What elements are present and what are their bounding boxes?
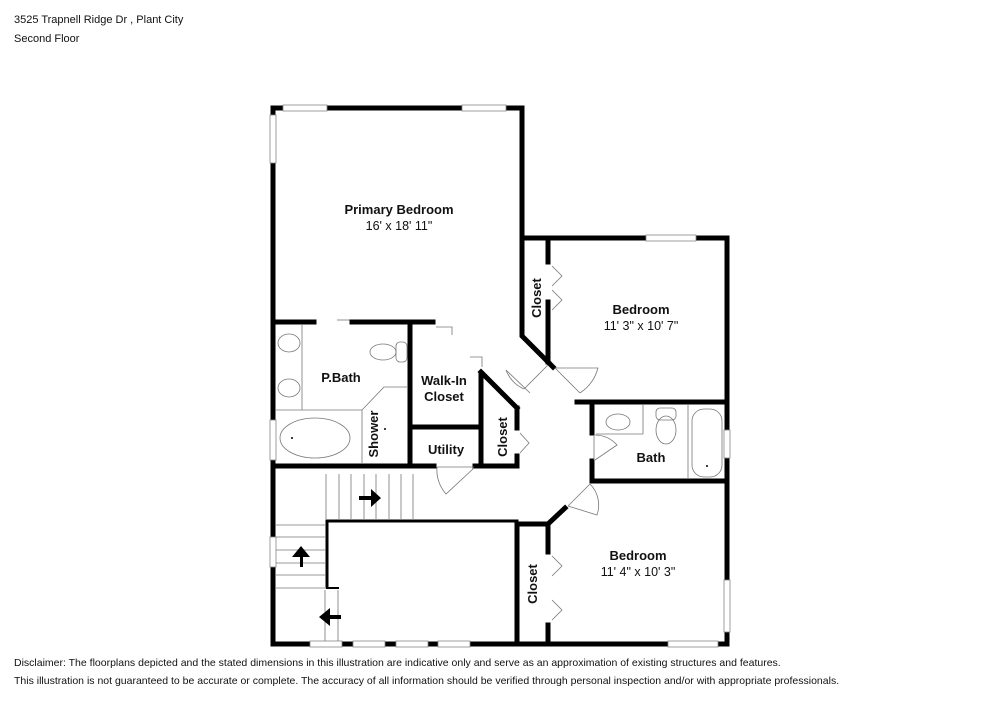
doors xyxy=(436,265,618,621)
room-dims-bedroom-1: 11' 3" x 10' 7" xyxy=(604,319,679,333)
room-dims-bedroom-2: 11' 4" x 10' 3" xyxy=(601,565,676,579)
disclaimer-line-1: Disclaimer: The floorplans depicted and … xyxy=(14,657,781,669)
room-name-closet-1: Closet xyxy=(529,277,544,317)
room-name-bath: Bath xyxy=(637,450,666,465)
disclaimer-line-2: This illustration is not guaranteed to b… xyxy=(14,675,840,687)
sink-icon xyxy=(277,333,301,353)
bathtub-icon xyxy=(279,417,351,459)
room-name-p-bath: P.Bath xyxy=(321,370,361,385)
room-name-walk-in-closet-1: Walk-In xyxy=(421,373,467,388)
stair-arrow-right-icon xyxy=(359,489,381,507)
stair-arrow-up-icon xyxy=(292,546,310,567)
property-address: 3525 Trapnell Ridge Dr , Plant City xyxy=(14,14,184,26)
staircase xyxy=(276,474,414,641)
fixtures xyxy=(276,325,723,478)
floor-label: Second Floor xyxy=(14,33,80,45)
room-name-closet-2: Closet xyxy=(495,416,510,456)
room-labels: Primary Bedroom 16' x 18' 11" Bedroom 11… xyxy=(321,202,678,604)
room-name-shower: Shower xyxy=(366,411,381,458)
toilet-icon xyxy=(369,343,397,361)
bathtub-icon xyxy=(691,408,723,478)
sink-icon xyxy=(605,413,631,431)
room-name-closet-3: Closet xyxy=(525,563,540,603)
windows xyxy=(269,104,731,648)
stair-arrow-left-icon xyxy=(319,608,341,626)
room-name-bedroom-2: Bedroom xyxy=(609,548,666,563)
room-dims-primary-bedroom: 16' x 18' 11" xyxy=(366,219,433,233)
toilet-icon xyxy=(655,415,677,445)
interior-walls xyxy=(270,235,730,647)
room-name-walk-in-closet-2: Closet xyxy=(424,389,464,404)
room-name-primary-bedroom: Primary Bedroom xyxy=(344,202,453,217)
room-name-utility: Utility xyxy=(428,442,465,457)
sink-icon xyxy=(277,378,301,398)
room-name-bedroom-1: Bedroom xyxy=(612,302,669,317)
